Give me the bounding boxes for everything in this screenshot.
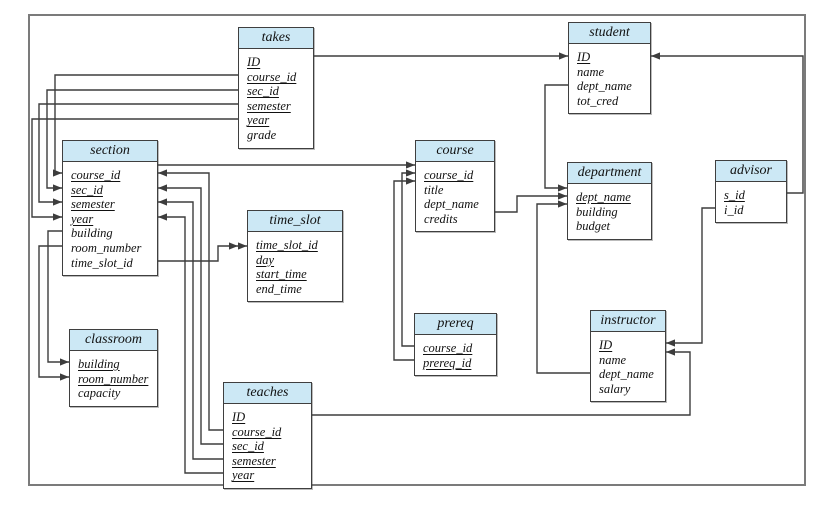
field-prereq-prereq_id: prereq_id	[423, 355, 472, 370]
table-header-instructor: instructor	[591, 311, 665, 332]
table-header-department: department	[568, 163, 651, 184]
field-course-dept_name: dept_name	[424, 197, 479, 212]
field-course-credits: credits	[424, 211, 458, 226]
field-section-year: year	[71, 211, 94, 226]
field-classroom-building: building	[78, 357, 120, 371]
field-student-dept_name: dept_name	[577, 79, 632, 94]
field-time_slot-time_slot_id: time_slot_id	[256, 238, 318, 252]
field-instructor-ID: ID	[599, 338, 613, 352]
field-section-room_number: room_number	[71, 240, 142, 255]
field-takes-semester: semester	[247, 98, 291, 113]
field-teaches-semester: semester	[232, 453, 276, 468]
field-classroom-room_number: room_number	[78, 371, 149, 386]
table-header-advisor: advisor	[716, 161, 786, 182]
field-classroom-capacity: capacity	[78, 386, 121, 401]
field-takes-grade: grade	[247, 127, 277, 142]
field-advisor-s_id: s_id	[724, 188, 745, 202]
diagram-border	[28, 14, 806, 486]
field-course-title: title	[424, 182, 444, 197]
field-section-semester: semester	[71, 197, 115, 212]
table-header-prereq: prereq	[415, 314, 496, 335]
field-teaches-sec_id: sec_id	[232, 439, 264, 454]
field-time_slot-end_time: end_time	[256, 281, 302, 296]
field-student-name: name	[577, 64, 605, 79]
table-header-section: section	[63, 141, 157, 162]
field-student-tot_cred: tot_cred	[577, 93, 619, 108]
field-instructor-name: name	[599, 352, 627, 367]
field-advisor-i_id: i_id	[724, 202, 744, 217]
table-header-student: student	[569, 23, 650, 44]
field-takes-sec_id: sec_id	[247, 84, 279, 99]
field-department-budget: budget	[576, 219, 611, 234]
field-teaches-year: year	[232, 468, 255, 483]
field-instructor-salary: salary	[599, 381, 631, 396]
field-time_slot-day: day	[256, 252, 275, 267]
field-section-time_slot_id: time_slot_id	[71, 255, 133, 270]
field-student-ID: ID	[577, 50, 591, 64]
field-teaches-course_id: course_id	[232, 424, 282, 439]
table-header-classroom: classroom	[70, 330, 157, 351]
field-takes-course_id: course_id	[247, 69, 297, 84]
field-prereq-course_id: course_id	[423, 341, 473, 355]
field-department-building: building	[576, 204, 618, 219]
field-section-sec_id: sec_id	[71, 182, 103, 197]
field-course-course_id: course_id	[424, 168, 474, 182]
field-teaches-ID: ID	[232, 410, 246, 424]
field-section-building: building	[71, 226, 113, 241]
table-header-teaches: teaches	[224, 383, 311, 404]
field-section-course_id: course_id	[71, 168, 121, 182]
field-time_slot-start_time: start_time	[256, 267, 307, 282]
field-instructor-dept_name: dept_name	[599, 367, 654, 382]
table-header-takes: takes	[239, 28, 313, 49]
field-takes-ID: ID	[247, 55, 261, 69]
field-department-dept_name: dept_name	[576, 190, 631, 204]
table-header-course: course	[416, 141, 494, 162]
table-header-time_slot: time_slot	[248, 211, 342, 232]
field-takes-year: year	[247, 113, 270, 128]
